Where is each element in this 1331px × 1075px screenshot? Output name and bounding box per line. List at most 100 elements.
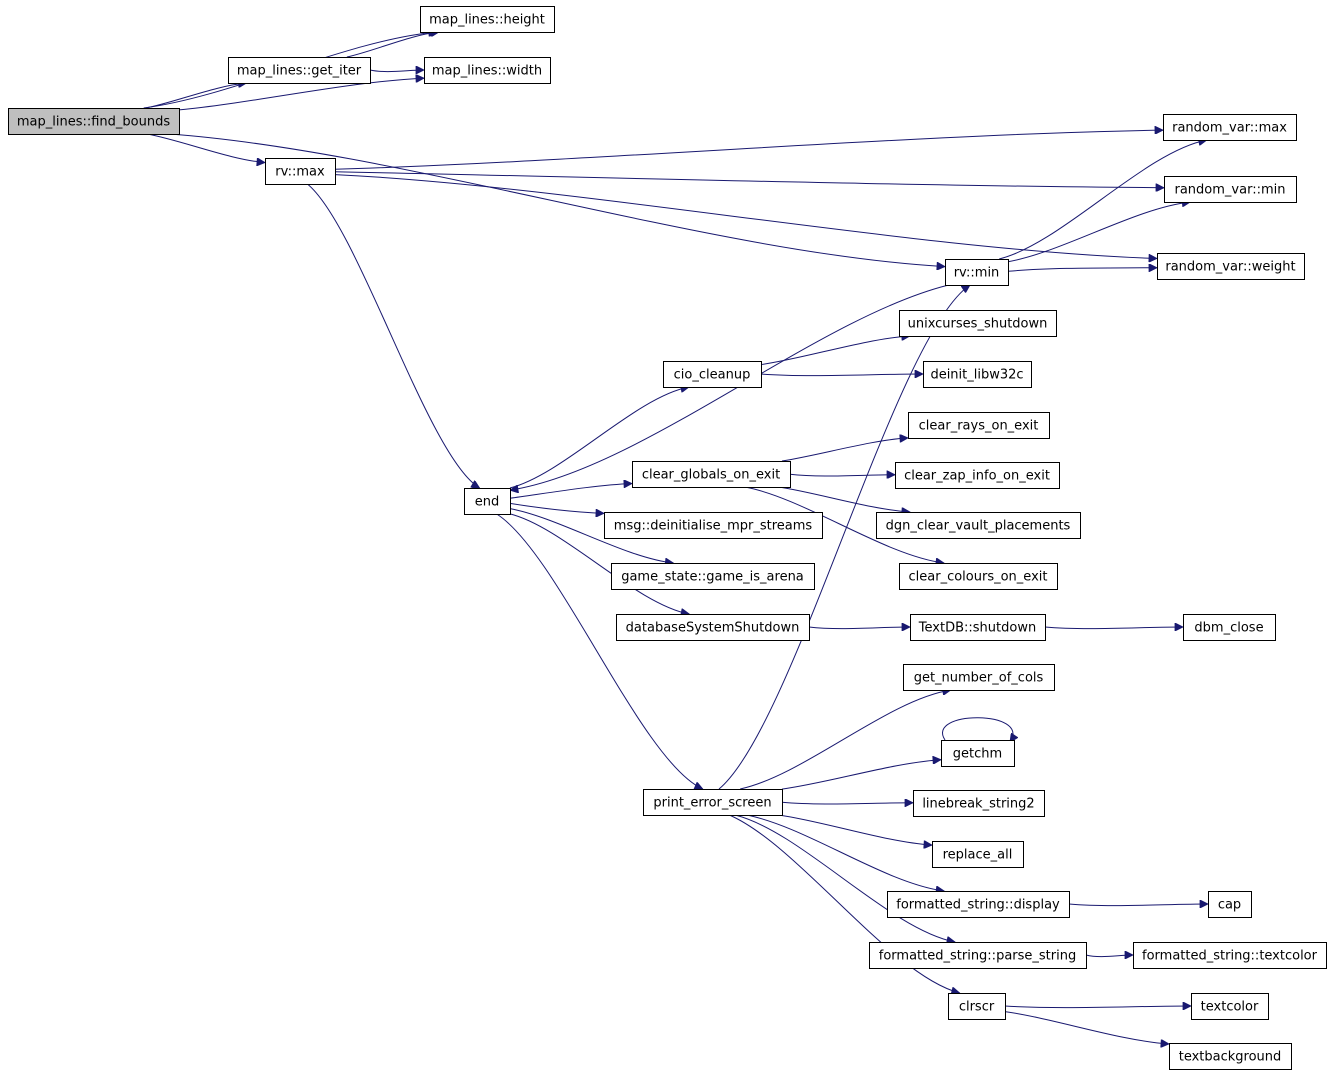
node-label: clear_zap_info_on_exit	[904, 469, 1050, 484]
node-box[interactable]	[632, 461, 791, 488]
edge-clrscr-to-textcolor	[1004, 1006, 1191, 1008]
node-label: deinit_libw32c	[930, 368, 1023, 383]
node-clear_globals_on_exit[interactable]: clear_globals_on_exit	[632, 461, 791, 488]
node-label: random_var::max	[1172, 121, 1287, 136]
node-label: formatted_string::display	[896, 898, 1060, 913]
node-box[interactable]	[616, 614, 810, 641]
node-label: rv::max	[275, 165, 325, 180]
node-height[interactable]: map_lines::height	[420, 6, 555, 33]
node-deinit_libw32c[interactable]: deinit_libw32c	[923, 361, 1032, 388]
node-box[interactable]	[1164, 176, 1297, 203]
node-unixcurses_shutdown[interactable]: unixcurses_shutdown	[899, 310, 1057, 337]
node-clear_rays_on_exit[interactable]: clear_rays_on_exit	[908, 412, 1050, 439]
node-msg_deinit[interactable]: msg::deinitialise_mpr_streams	[604, 512, 823, 539]
node-label: clrscr	[959, 1000, 995, 1015]
node-box[interactable]	[1169, 1043, 1292, 1070]
node-box[interactable]	[945, 259, 1009, 286]
node-box[interactable]	[895, 462, 1060, 489]
node-box[interactable]	[265, 158, 336, 185]
node-db_shutdown[interactable]: databaseSystemShutdown	[616, 614, 810, 641]
node-get_number_of_cols[interactable]: get_number_of_cols	[903, 664, 1055, 691]
node-clear_colours[interactable]: clear_colours_on_exit	[899, 563, 1058, 590]
node-box[interactable]	[923, 361, 1032, 388]
node-box[interactable]	[1157, 253, 1305, 280]
edge-rv_max-to-random_var_weight	[334, 174, 1157, 259]
node-box[interactable]	[1183, 614, 1276, 641]
node-textcolor[interactable]: textcolor	[1191, 993, 1269, 1020]
edge-print_error_screen-to-fs_display	[746, 814, 944, 891]
node-end[interactable]: end	[464, 488, 511, 515]
edge-end-to-game_is_arena	[509, 508, 673, 563]
node-box[interactable]	[903, 664, 1055, 691]
node-box[interactable]	[876, 512, 1081, 539]
node-box[interactable]	[887, 891, 1070, 918]
node-box[interactable]	[611, 563, 815, 590]
node-cap[interactable]: cap	[1208, 891, 1252, 918]
node-rv_max[interactable]: rv::max	[265, 158, 336, 185]
node-print_error_screen[interactable]: print_error_screen	[643, 789, 783, 816]
edge-print_error_screen-to-fs_parse	[734, 814, 955, 942]
edge-print_error_screen-to-getchm	[781, 760, 941, 790]
edge-textdb_shutdown-to-dbm_close	[1044, 627, 1183, 629]
edge-print_error_screen-to-clrscr	[729, 814, 959, 993]
node-getchm[interactable]: getchm	[941, 740, 1015, 767]
node-box[interactable]	[941, 740, 1015, 767]
node-box[interactable]	[424, 57, 551, 84]
node-box[interactable]	[8, 108, 180, 135]
node-random_var_weight[interactable]: random_var::weight	[1157, 253, 1305, 280]
edge-end-to-print_error_screen	[496, 513, 703, 789]
edge-find_bounds-to-get_iter	[145, 83, 247, 109]
edge-print_error_screen-to-linebreak_string2	[781, 802, 913, 804]
node-clrscr[interactable]: clrscr	[948, 993, 1006, 1020]
node-box[interactable]	[228, 57, 371, 84]
edge-rv_max-to-random_var_min	[334, 171, 1164, 188]
node-box[interactable]	[908, 412, 1050, 439]
node-fs_parse[interactable]: formatted_string::parse_string	[869, 942, 1087, 969]
node-textdb_shutdown[interactable]: TextDB::shutdown	[910, 614, 1046, 641]
node-box[interactable]	[663, 361, 762, 388]
edge-print_error_screen-to-get_number_of_cols	[740, 690, 951, 790]
node-clear_zap_info_on_exit[interactable]: clear_zap_info_on_exit	[895, 462, 1060, 489]
node-box[interactable]	[420, 6, 555, 33]
node-box[interactable]	[1191, 993, 1269, 1020]
edge-cio_cleanup-to-deinit_libw32c	[760, 374, 923, 376]
node-box[interactable]	[1133, 942, 1327, 969]
node-label: databaseSystemShutdown	[626, 621, 800, 636]
node-box[interactable]	[464, 488, 511, 515]
node-textbackground[interactable]: textbackground	[1169, 1043, 1292, 1070]
node-label: replace_all	[943, 848, 1013, 863]
node-replace_all[interactable]: replace_all	[932, 841, 1024, 868]
node-linebreak_string2[interactable]: linebreak_string2	[913, 790, 1045, 817]
node-random_var_max[interactable]: random_var::max	[1163, 114, 1297, 141]
node-dgn_clear[interactable]: dgn_clear_vault_placements	[876, 512, 1081, 539]
node-box[interactable]	[643, 789, 783, 816]
node-box[interactable]	[1208, 891, 1252, 918]
node-fs_display[interactable]: formatted_string::display	[887, 891, 1070, 918]
node-box[interactable]	[899, 310, 1057, 337]
node-box[interactable]	[869, 942, 1087, 969]
node-game_is_arena[interactable]: game_state::game_is_arena	[611, 563, 815, 590]
node-box[interactable]	[913, 790, 1045, 817]
edge-fs_parse-to-fs_textcolor	[1085, 955, 1133, 957]
node-label: msg::deinitialise_mpr_streams	[614, 519, 813, 534]
edge-clear_globals_on_exit-to-clear_rays_on_exit	[781, 438, 908, 462]
node-label: textbackground	[1179, 1050, 1282, 1065]
node-get_iter[interactable]: map_lines::get_iter	[228, 57, 371, 84]
node-box[interactable]	[899, 563, 1058, 590]
node-label: map_lines::height	[429, 13, 545, 28]
node-box[interactable]	[1163, 114, 1297, 141]
node-fs_textcolor[interactable]: formatted_string::textcolor	[1133, 942, 1327, 969]
edge-find_bounds-to-rv_max	[147, 133, 265, 163]
node-box[interactable]	[932, 841, 1024, 868]
edge-clear_globals_on_exit-to-dgn_clear	[779, 486, 910, 512]
node-width[interactable]: map_lines::width	[424, 57, 551, 84]
edge-cio_cleanup-to-unixcurses_shutdown	[760, 336, 910, 366]
node-dbm_close[interactable]: dbm_close	[1183, 614, 1276, 641]
node-random_var_min[interactable]: random_var::min	[1164, 176, 1297, 203]
node-find_bounds[interactable]: map_lines::find_bounds	[8, 108, 180, 135]
node-box[interactable]	[948, 993, 1006, 1020]
node-rv_min[interactable]: rv::min	[945, 259, 1009, 286]
node-cio_cleanup[interactable]: cio_cleanup	[663, 361, 762, 388]
node-box[interactable]	[910, 614, 1046, 641]
node-box[interactable]	[604, 512, 823, 539]
